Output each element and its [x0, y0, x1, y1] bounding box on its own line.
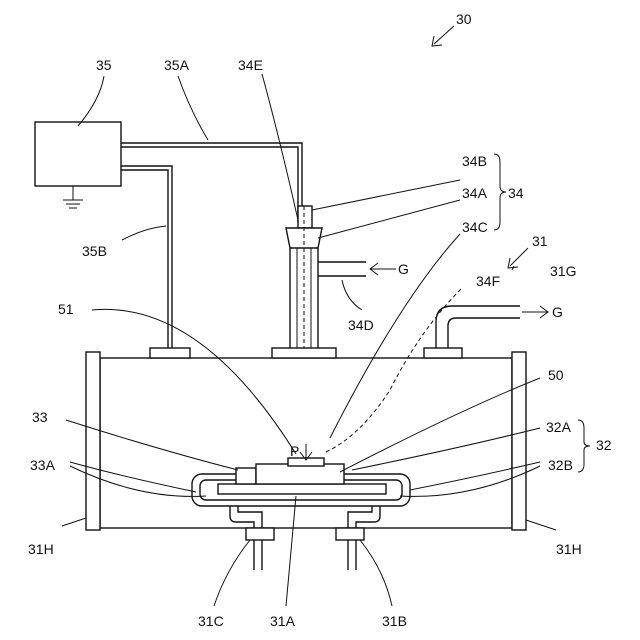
chamber-flange-right [512, 352, 526, 530]
feedthrough-35B [150, 348, 190, 358]
label-34A: 34A [462, 185, 488, 201]
stage-32A [218, 484, 386, 494]
wire-35A [121, 143, 302, 222]
ref-arrow-31 [508, 248, 528, 268]
label-50: 50 [548, 367, 564, 383]
label-31H-left: 31H [28, 541, 54, 557]
label-31C: 31C [198, 613, 224, 629]
label-35A: 35A [164, 57, 190, 73]
label-32A: 32A [546, 419, 572, 435]
brace-34 [494, 154, 506, 230]
label-35: 35 [96, 57, 112, 73]
label-34: 34 [508, 185, 524, 201]
exhaust-port [424, 348, 462, 358]
power-supply-box [35, 122, 121, 186]
label-gas-out: G [552, 304, 563, 320]
ground-symbol [63, 186, 83, 208]
gas-outlet-arrow [522, 306, 548, 318]
label-33A: 33A [30, 457, 56, 473]
label-31: 31 [532, 233, 548, 249]
label-51: 51 [58, 301, 74, 317]
gas-inlet-arrow [370, 263, 396, 275]
label-31B: 31B [382, 613, 407, 629]
exhaust-pipe-inner [448, 318, 520, 348]
label-31G: 31G [550, 263, 576, 279]
label-33: 33 [32, 409, 48, 425]
electrode-34B [298, 206, 312, 228]
chamber-flange-left [86, 352, 100, 530]
label-32: 32 [596, 437, 612, 453]
label-31A: 31A [270, 613, 296, 629]
label-P: P [290, 443, 299, 459]
brace-32 [578, 420, 590, 472]
holder-33 [236, 468, 256, 484]
substrate-50 [256, 464, 344, 484]
port-31B [336, 528, 364, 540]
label-34F: 34F [476, 273, 500, 289]
label-gas-in: G [398, 261, 409, 277]
label-32B: 32B [548, 457, 573, 473]
label-35B: 35B [82, 243, 107, 259]
label-34E: 34E [238, 57, 263, 73]
torch-mount [272, 348, 336, 358]
label-34C: 34C [462, 219, 488, 235]
label-34B: 34B [462, 153, 487, 169]
label-31H-right: 31H [556, 541, 582, 557]
label-30: 30 [456, 11, 472, 27]
wire-35A-inner [121, 147, 298, 222]
label-34D: 34D [348, 317, 374, 333]
ref-arrow-30 [432, 26, 454, 46]
port-31C [246, 528, 274, 540]
